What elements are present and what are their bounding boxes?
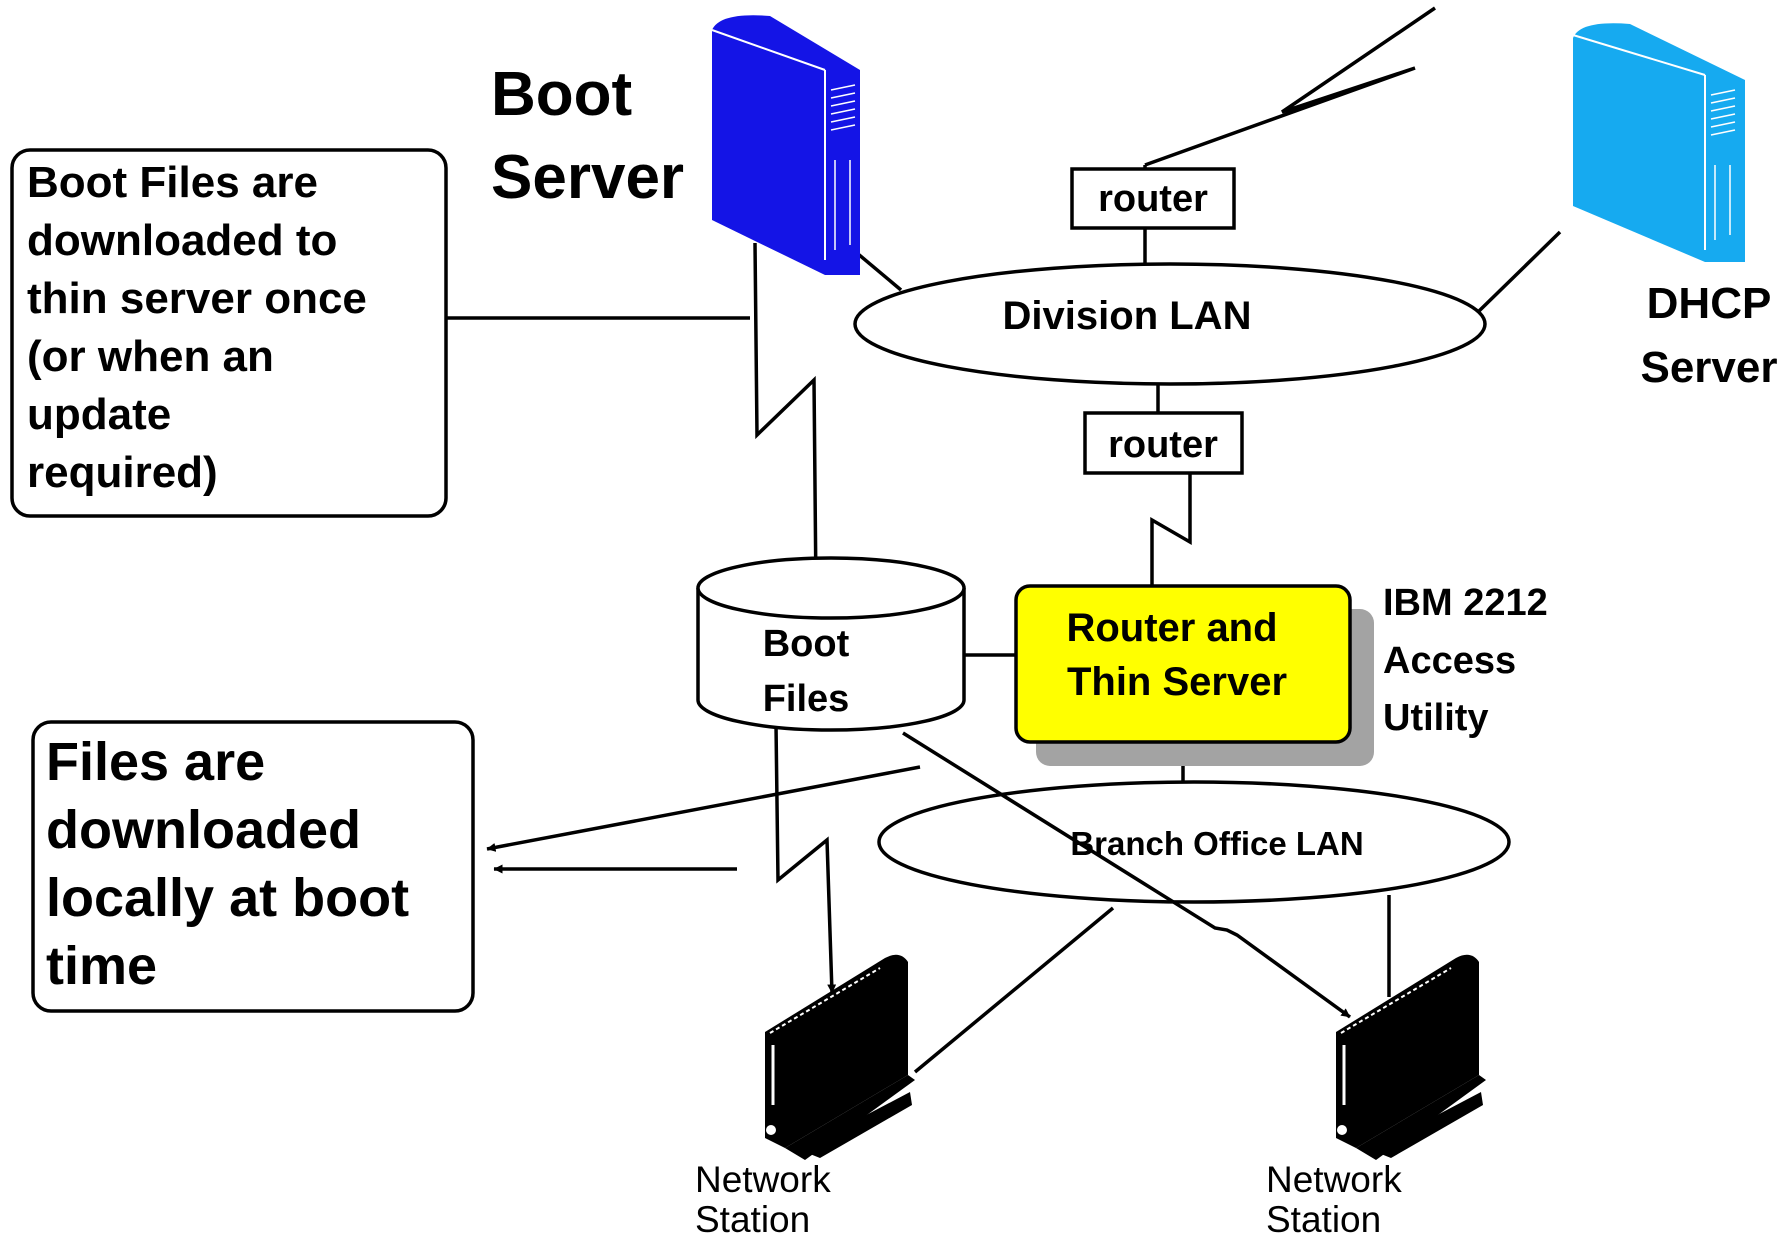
division-lan-label: Division LAN bbox=[1003, 294, 1252, 338]
callout-top-line-3: thin server once bbox=[27, 274, 367, 323]
arrow-to-bottom-callout-1 bbox=[486, 765, 921, 852]
router-1: router bbox=[1070, 167, 1236, 230]
ibm-label-line2: Access bbox=[1383, 640, 1516, 682]
callout-bottom-line-3: locally at boot bbox=[46, 868, 409, 928]
router-2: router bbox=[1083, 411, 1244, 475]
boot-server-front-detail bbox=[711, 29, 856, 260]
ibm-label-line1: IBM 2212 bbox=[1383, 582, 1548, 624]
callout-bottom: Files are downloaded locally at boot time bbox=[31, 720, 475, 1013]
callout-top-line-1: Boot Files are bbox=[27, 158, 318, 207]
boot-server-icon bbox=[712, 15, 860, 275]
network-station-2-icon bbox=[1336, 954, 1486, 1160]
boot-server-label-line2: Server bbox=[491, 143, 684, 212]
boot-download-link bbox=[753, 242, 821, 594]
router2-to-thin-server-link bbox=[1150, 473, 1192, 585]
dhcp-server-front-detail bbox=[1572, 34, 1736, 250]
boot-files-line2: Files bbox=[763, 678, 850, 720]
callout-bottom-line-1: Files are bbox=[46, 732, 265, 792]
callout-top-line-6: required) bbox=[27, 448, 218, 497]
dhcp-server-label-line2: Server bbox=[1640, 343, 1777, 392]
ibm-label-line3: Utility bbox=[1383, 697, 1489, 739]
callout-top-line-2: downloaded to bbox=[27, 216, 337, 265]
boot-server-label-line1: Boot bbox=[491, 60, 632, 129]
boot-files-line1: Boot bbox=[763, 623, 850, 665]
callout-top-line-5: update bbox=[27, 390, 171, 439]
local-download-link-2 bbox=[902, 731, 1352, 1019]
station-2-label-line2: Station bbox=[1266, 1199, 1381, 1236]
branch-lan: Branch Office LAN bbox=[877, 780, 1511, 904]
callout-bottom-line-2: downloaded bbox=[46, 800, 361, 860]
router-1-label: router bbox=[1098, 178, 1208, 220]
station-2-label-line1: Network bbox=[1266, 1159, 1402, 1200]
dhcp-server-to-division-lan bbox=[1476, 230, 1562, 314]
wan-link-top bbox=[1144, 6, 1436, 167]
dhcp-server-icon bbox=[1573, 23, 1745, 262]
thin-server-box: Router and Thin Server bbox=[1014, 584, 1374, 766]
callout-top: Boot Files are downloaded to thin server o… bbox=[10, 148, 448, 518]
thin-server-line2: Thin Server bbox=[1067, 660, 1287, 704]
callout-top-line-4: (or when an bbox=[27, 332, 274, 381]
router-2-label: router bbox=[1108, 424, 1218, 466]
network-station-1-icon bbox=[765, 954, 915, 1160]
station-1-label-line1: Network bbox=[695, 1159, 831, 1200]
division-lan: Division LAN bbox=[853, 262, 1487, 386]
local-download-link-1 bbox=[774, 724, 837, 994]
dhcp-server-label-line1: DHCP bbox=[1647, 279, 1772, 328]
boot-files-store: Boot Files bbox=[696, 556, 966, 732]
callout-bottom-line-4: time bbox=[46, 936, 157, 996]
branch-lan-to-station1 bbox=[913, 906, 1115, 1074]
station-1-label-line2: Station bbox=[695, 1199, 810, 1236]
thin-server-line1: Router and bbox=[1066, 606, 1277, 650]
branch-lan-label: Branch Office LAN bbox=[1070, 825, 1363, 862]
